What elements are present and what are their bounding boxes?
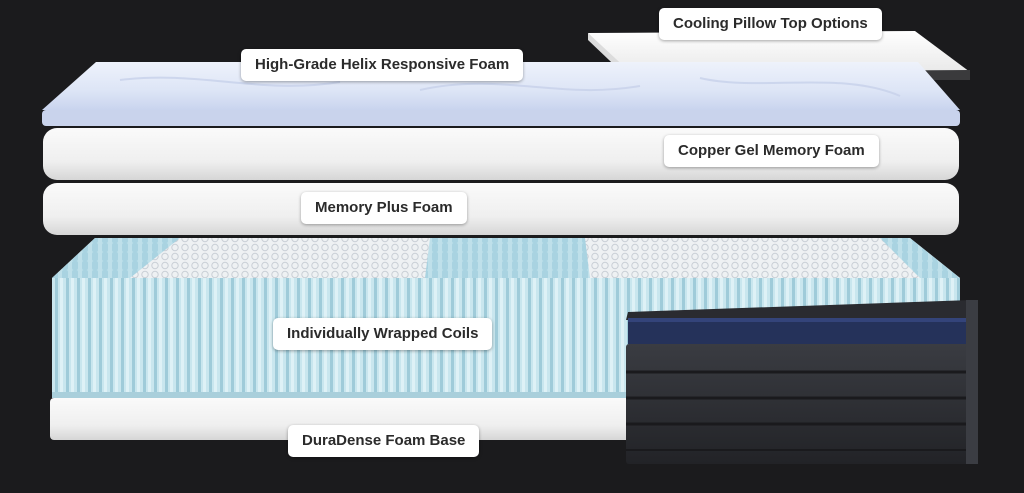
label-wrapped-coils: Individually Wrapped Coils xyxy=(273,318,493,350)
label-foam-base: DuraDense Foam Base xyxy=(288,425,480,457)
label-memory-plus-foam: Memory Plus Foam xyxy=(301,192,467,224)
label-copper-gel-foam: Copper Gel Memory Foam xyxy=(664,135,879,167)
label-cooling-pillow-top: Cooling Pillow Top Options xyxy=(659,8,882,40)
memory-plus-foam-layer xyxy=(43,183,959,235)
foam-base-layer xyxy=(50,398,650,440)
mattress-cover-corner xyxy=(626,300,978,464)
label-helix-foam: High-Grade Helix Responsive Foam xyxy=(241,49,524,81)
